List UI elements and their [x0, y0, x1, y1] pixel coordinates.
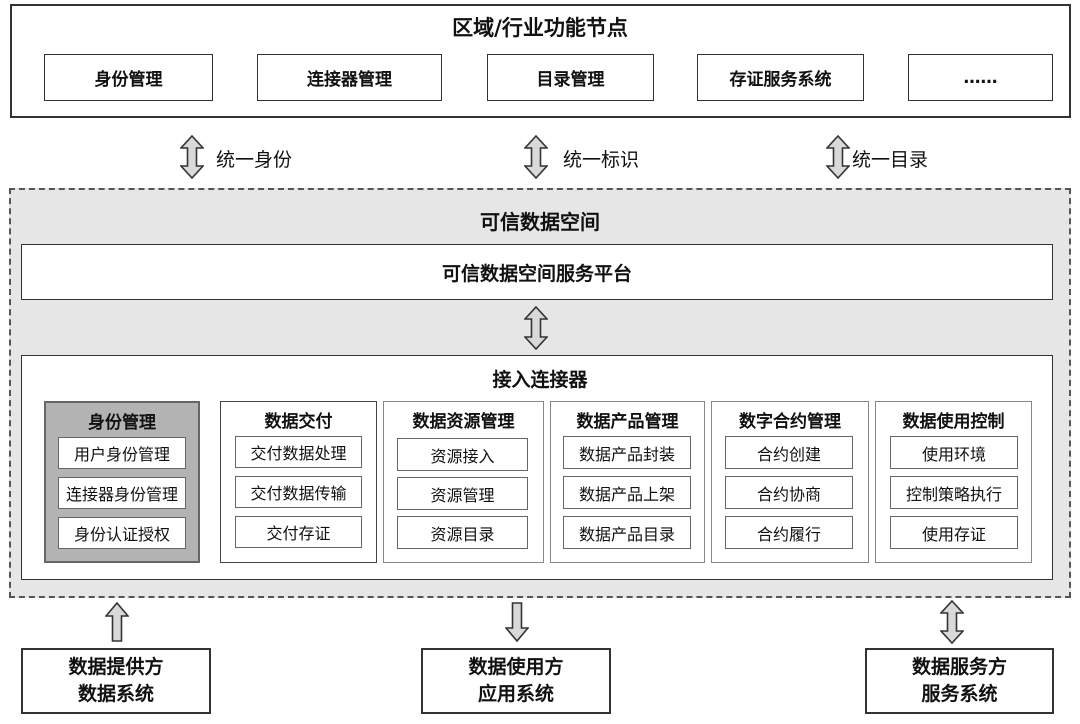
module-digital-contract-management: 数字合约管理 合约创建 合约协商 合约履行 — [711, 401, 869, 563]
catalog-link-label: 统一目录 — [852, 149, 929, 171]
region-node-more: …… — [908, 54, 1053, 101]
region-title: 区域/行业功能节点 — [452, 16, 628, 40]
module-item: 资源目录 — [397, 516, 528, 549]
module-item: 合约创建 — [725, 436, 853, 469]
module-title: 数据产品管理 — [576, 412, 679, 432]
system-line: 数据使用方 — [468, 656, 564, 678]
module-item: 数据产品封装 — [563, 436, 691, 469]
module-title: 数据交付 — [264, 412, 333, 432]
service-double-arrow-icon — [940, 600, 964, 644]
system-line: 数据提供方 — [68, 656, 164, 678]
module-data-product-management: 数据产品管理 数据产品封装 数据产品上架 数据产品目录 — [550, 401, 705, 563]
module-data-delivery: 数据交付 交付数据处理 交付数据传输 交付存证 — [220, 401, 377, 563]
identifier-link-label: 统一标识 — [563, 149, 640, 171]
connector-title: 接入连接器 — [492, 369, 588, 391]
module-title: 数据使用控制 — [902, 412, 1005, 432]
module-item: 连接器身份管理 — [58, 477, 186, 509]
consumer-system: 数据使用方 应用系统 — [421, 648, 611, 714]
region-node-connector: 连接器管理 — [257, 54, 442, 101]
module-title: 身份管理 — [88, 413, 156, 433]
region-node-catalog: 目录管理 — [487, 54, 654, 101]
service-platform: 可信数据空间服务平台 — [21, 244, 1053, 300]
module-item: 控制策略执行 — [890, 476, 1018, 509]
module-item: 交付数据传输 — [235, 476, 362, 508]
provider-system: 数据提供方 数据系统 — [21, 648, 211, 714]
module-item: 交付存证 — [235, 516, 362, 548]
platform-connector-double-arrow-icon — [524, 306, 548, 350]
consumer-down-arrow-icon — [505, 602, 529, 642]
system-line: 应用系统 — [477, 683, 554, 705]
module-item: 身份认证授权 — [58, 517, 186, 549]
service-system: 数据服务方 服务系统 — [865, 648, 1054, 714]
module-identity-management: 身份管理 用户身份管理 连接器身份管理 身份认证授权 — [44, 401, 200, 563]
module-item: 合约履行 — [725, 516, 853, 549]
system-line: 数据服务方 — [911, 656, 1007, 678]
region-node-evidence: 存证服务系统 — [697, 54, 864, 101]
provider-up-arrow-icon — [105, 602, 129, 642]
system-line: 服务系统 — [921, 683, 998, 705]
identity-link-label: 统一身份 — [216, 149, 293, 171]
module-item: 资源接入 — [397, 438, 528, 471]
module-item: 数据产品目录 — [563, 516, 691, 549]
module-item: 使用存证 — [890, 516, 1018, 549]
module-title: 数据资源管理 — [412, 412, 515, 432]
module-data-usage-control: 数据使用控制 使用环境 控制策略执行 使用存证 — [875, 401, 1032, 563]
catalog-double-arrow-icon — [826, 135, 850, 179]
identifier-double-arrow-icon — [524, 135, 548, 179]
module-item: 合约协商 — [725, 476, 853, 509]
space-title: 可信数据空间 — [480, 210, 600, 234]
identity-double-arrow-icon — [180, 135, 204, 179]
module-item: 数据产品上架 — [563, 476, 691, 509]
system-line: 数据系统 — [77, 683, 154, 705]
module-data-resource-management: 数据资源管理 资源接入 资源管理 资源目录 — [383, 401, 544, 563]
region-node-identity: 身份管理 — [44, 54, 213, 101]
module-item: 资源管理 — [397, 477, 528, 510]
module-title: 数字合约管理 — [739, 412, 841, 432]
module-item: 使用环境 — [890, 436, 1018, 469]
module-item: 交付数据处理 — [235, 436, 362, 468]
module-item: 用户身份管理 — [58, 437, 186, 469]
